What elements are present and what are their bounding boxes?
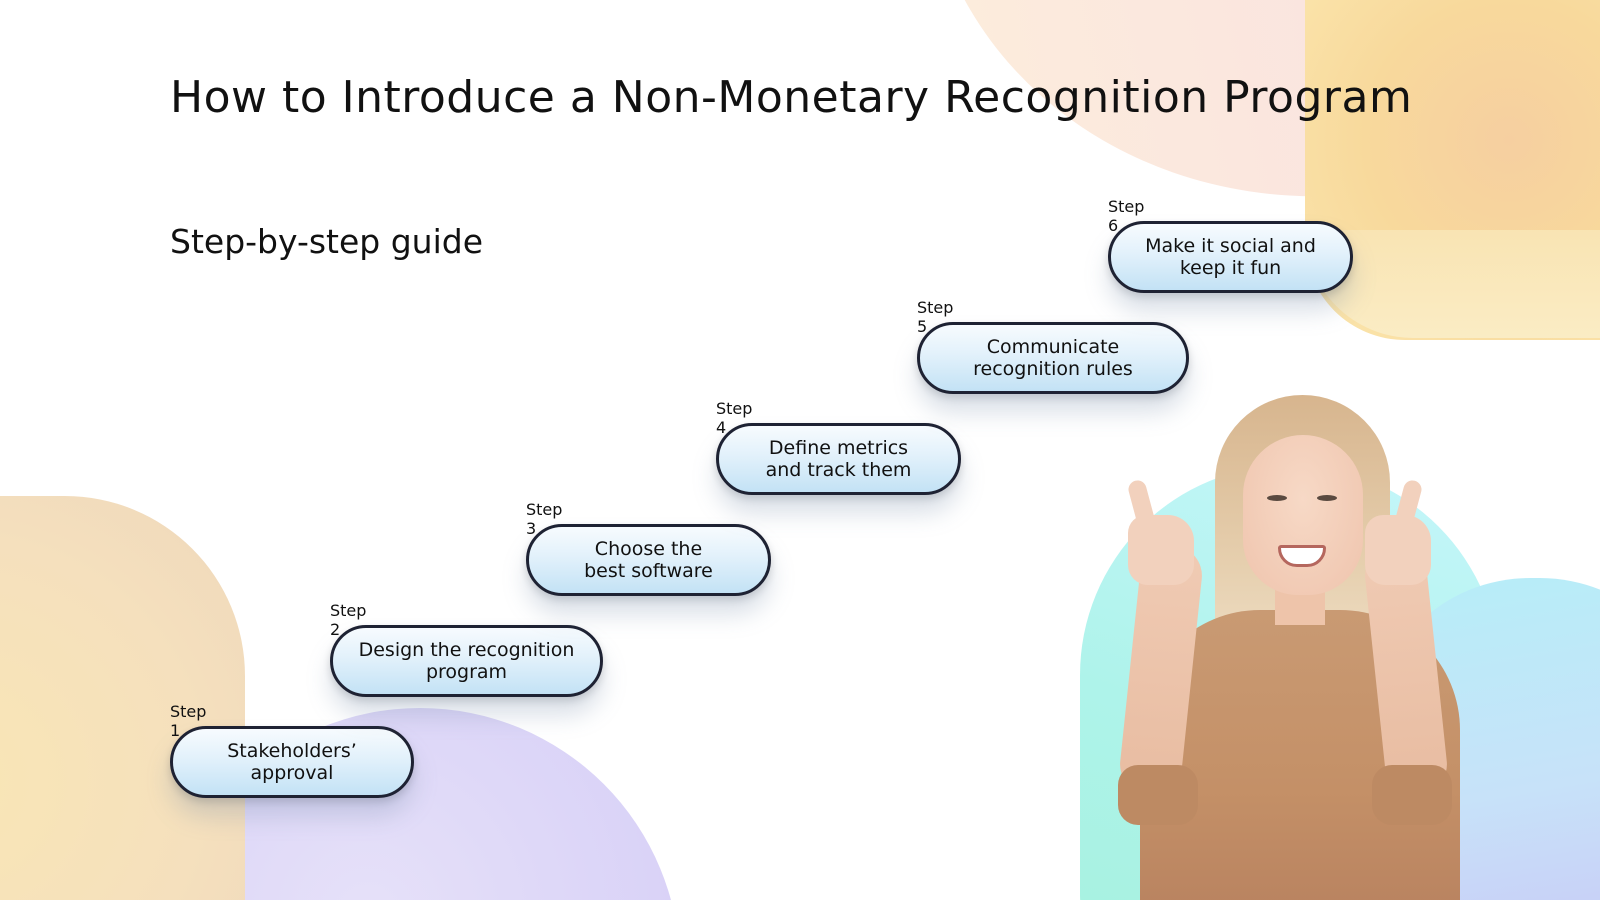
- step-pill[interactable]: Stakeholders’ approval: [170, 726, 414, 798]
- slide-title: How to Introduce a Non-Monetary Recognit…: [170, 72, 1413, 123]
- step-label: Step 5: [917, 298, 954, 336]
- step-label: Step 3: [526, 500, 563, 538]
- thumbs-up-icon: [1126, 478, 1156, 527]
- background-blob-orange-lower: [1305, 230, 1600, 338]
- eye-icon: [1317, 495, 1337, 501]
- step-text: Define metrics and track them: [765, 437, 912, 481]
- step-label: Step 1: [170, 702, 207, 740]
- step-pill[interactable]: Make it social and keep it fun: [1108, 221, 1353, 293]
- face: [1243, 435, 1363, 595]
- step-label: Step 6: [1108, 197, 1145, 235]
- step-label: Step 2: [330, 601, 367, 639]
- smile-icon: [1278, 545, 1326, 567]
- slide-subtitle: Step-by-step guide: [170, 222, 484, 261]
- step-pill[interactable]: Communicate recognition rules: [917, 322, 1189, 394]
- step-text: Choose the best software: [584, 538, 713, 582]
- right-cuff: [1372, 765, 1452, 825]
- step-pill[interactable]: Design the recognition program: [330, 625, 603, 697]
- left-fist: [1128, 515, 1194, 585]
- background-blob-yellow: [0, 496, 245, 900]
- step-pill[interactable]: Choose the best software: [526, 524, 771, 596]
- step-text: Make it social and keep it fun: [1145, 235, 1316, 279]
- eye-icon: [1267, 495, 1287, 501]
- step-text: Stakeholders’ approval: [227, 740, 357, 784]
- step-label: Step 4: [716, 399, 753, 437]
- step-text: Communicate recognition rules: [973, 336, 1133, 380]
- left-cuff: [1118, 765, 1198, 825]
- step-text: Design the recognition program: [358, 639, 575, 683]
- step-pill[interactable]: Define metrics and track them: [716, 423, 961, 495]
- right-fist: [1365, 515, 1431, 585]
- person-thumbs-up-image: [1110, 395, 1490, 900]
